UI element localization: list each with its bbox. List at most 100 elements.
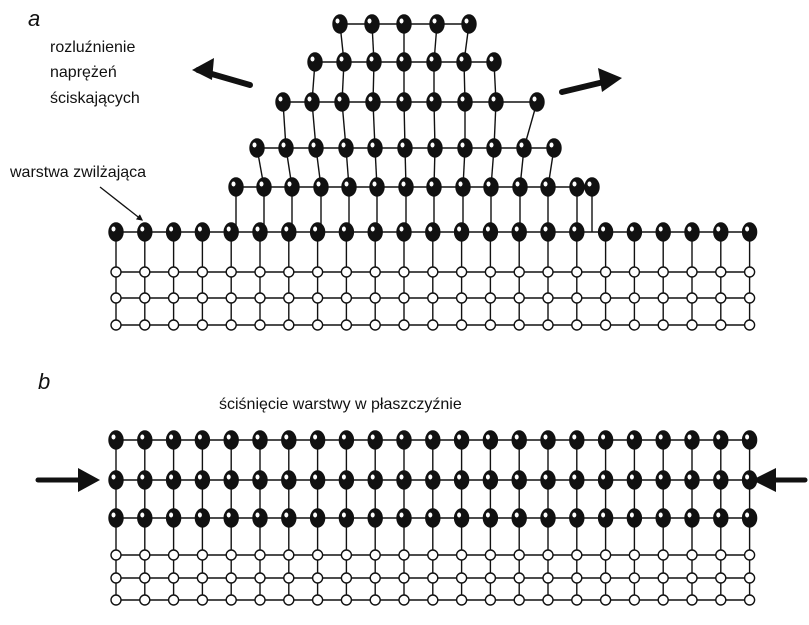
substrate-atom — [485, 267, 495, 277]
compressed-layer-atom — [714, 509, 728, 527]
island-atom-highlight — [312, 143, 316, 148]
substrate-atom — [226, 320, 236, 330]
substrate-atom — [658, 293, 668, 303]
substrate-atom — [629, 293, 639, 303]
island-atom — [335, 93, 349, 111]
substrate-atom — [716, 293, 726, 303]
island-atom-highlight — [550, 143, 554, 148]
substrate-atom — [514, 320, 524, 330]
compressed-layer-atom — [426, 509, 440, 527]
substrate-atom — [745, 573, 755, 583]
substrate-atom — [428, 320, 438, 330]
island-atom — [366, 93, 380, 111]
substrate-atom — [428, 293, 438, 303]
compressed-layer-atom — [599, 431, 613, 449]
island-atom-highlight — [544, 182, 548, 187]
compressed-layer-atom-highlight — [572, 435, 576, 440]
substrate-atom — [543, 550, 553, 560]
island-atom — [430, 15, 444, 33]
relaxation-arrow-left-head — [192, 58, 214, 80]
compressed-layer-atom — [599, 509, 613, 527]
compressed-layer-atom-highlight — [515, 513, 519, 518]
compressed-layer-atom-highlight — [342, 475, 346, 480]
island-atom-highlight — [431, 143, 435, 148]
compressed-layer-atom — [368, 471, 382, 489]
island-atom — [484, 178, 498, 196]
compressed-layer-atom-highlight — [601, 435, 605, 440]
compressed-layer-atom-highlight — [313, 475, 317, 480]
compressed-layer-atom-highlight — [112, 513, 116, 518]
island-atom — [308, 53, 322, 71]
compressed-layer-atom-highlight — [457, 513, 461, 518]
substrate-atom — [457, 267, 467, 277]
substrate-atom — [716, 550, 726, 560]
compressed-layer-atom — [512, 509, 526, 527]
compressed-layer-atom — [282, 509, 296, 527]
compressed-layer-atom — [253, 509, 267, 527]
island-atom — [339, 139, 353, 157]
compressed-layer-atom-highlight — [313, 435, 317, 440]
wetting-layer-atom-highlight — [227, 227, 231, 232]
compressed-layer-atom-highlight — [112, 435, 116, 440]
compressed-layer-atom-highlight — [716, 475, 720, 480]
substrate-atom — [745, 320, 755, 330]
substrate-atom — [284, 595, 294, 605]
compressed-layer-atom — [368, 431, 382, 449]
island-atom — [547, 139, 561, 157]
substrate-atom — [601, 293, 611, 303]
compressed-layer-atom — [743, 509, 757, 527]
stress-relief-label-line-1: rozluźnienie — [50, 39, 135, 56]
compressed-layer-atom-highlight — [716, 513, 720, 518]
substrate-atom — [601, 573, 611, 583]
substrate-atom — [745, 267, 755, 277]
substrate-atom — [399, 293, 409, 303]
compressed-layer-atom — [426, 471, 440, 489]
substrate-atom — [255, 293, 265, 303]
island-atom-highlight — [490, 57, 494, 62]
substrate-atom — [341, 320, 351, 330]
island-atom-highlight — [400, 57, 404, 62]
wetting-layer-atom — [224, 223, 238, 241]
substrate-atom — [255, 595, 265, 605]
substrate-atom — [745, 550, 755, 560]
substrate-atom — [514, 573, 524, 583]
compression-label: ściśnięcie warstwy w płaszczyźnie — [219, 396, 462, 413]
island-atom — [397, 53, 411, 71]
substrate-atom — [226, 267, 236, 277]
substrate-atom — [140, 293, 150, 303]
substrate-atom — [543, 293, 553, 303]
wetting-layer-atom-highlight — [659, 227, 663, 232]
island-atom-highlight — [368, 19, 372, 24]
wetting-layer-atom-highlight — [140, 227, 144, 232]
island-atom-highlight — [430, 97, 434, 102]
substrate-atom — [197, 293, 207, 303]
compressed-layer-atom-highlight — [284, 513, 288, 518]
wetting-layer-atom-highlight — [428, 227, 432, 232]
substrate-atom — [370, 267, 380, 277]
wetting-layer-atom — [339, 223, 353, 241]
compressed-layer-atom — [282, 471, 296, 489]
substrate-atom — [341, 573, 351, 583]
island-atom — [398, 139, 412, 157]
substrate-atom — [601, 550, 611, 560]
compressed-layer-atom — [224, 471, 238, 489]
substrate-atom — [428, 267, 438, 277]
island-atom — [333, 15, 347, 33]
compressed-layer-atom-highlight — [227, 513, 231, 518]
substrate-atom — [457, 550, 467, 560]
compressed-layer-atom — [224, 509, 238, 527]
substrate-atom — [169, 267, 179, 277]
substrate-atom — [543, 267, 553, 277]
wetting-layer-atom-highlight — [688, 227, 692, 232]
wetting-layer-pointer — [100, 187, 142, 220]
island-atom — [229, 178, 243, 196]
substrate-atom — [572, 595, 582, 605]
wetting-layer-atom — [368, 223, 382, 241]
compressed-layer-atom — [541, 471, 555, 489]
substrate-atom — [341, 550, 351, 560]
island-atom-highlight — [459, 182, 463, 187]
island-atom — [276, 93, 290, 111]
island-atom — [462, 15, 476, 33]
substrate-atom — [226, 550, 236, 560]
wetting-layer-atom — [109, 223, 123, 241]
